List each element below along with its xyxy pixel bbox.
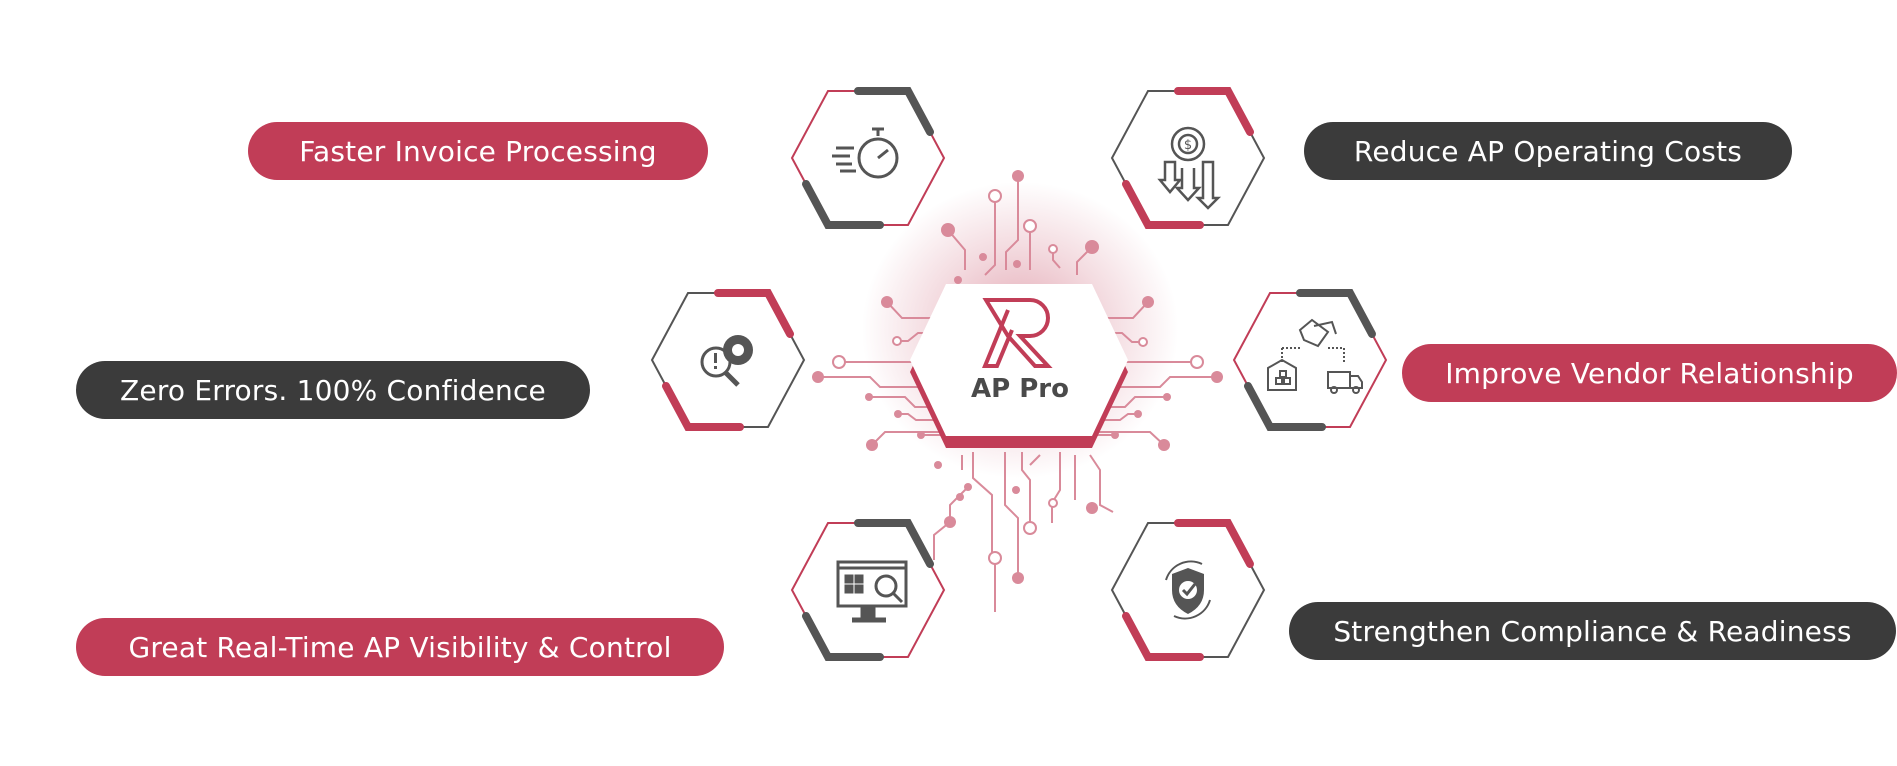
benefit-hex-visibility [790,519,946,661]
stopwatch-icon [832,127,899,179]
benefit-improve-vendor-relationship: Improve Vendor Relationship [1402,344,1897,402]
svg-text:$: $ [1184,138,1192,153]
gear-dollar-down-arrows-icon: $ [1157,126,1222,210]
monitor-inventory-search-icon [836,560,908,623]
benefit-faster-invoice-processing: Faster Invoice Processing [248,122,708,180]
brand-name: AP Pro [971,374,1069,404]
handshake-warehouse-truck-icon [1267,318,1363,394]
benefit-label: Faster Invoice Processing [299,134,657,168]
magnifier-alert-gear-icon [700,335,753,387]
benefit-hex-vendor-relationship [1232,289,1388,431]
benefit-hex-faster-invoice [790,87,946,229]
benefit-label: Improve Vendor Relationship [1445,356,1854,390]
benefit-label: Zero Errors. 100% Confidence [120,373,546,407]
benefit-label: Strengthen Compliance & Readiness [1333,614,1852,648]
benefit-label: Reduce AP Operating Costs [1353,134,1743,168]
benefit-reduce-ap-operating-costs: Reduce AP Operating Costs [1304,122,1792,180]
benefit-real-time-visibility: Great Real-Time AP Visibility & Control [76,618,724,676]
benefit-hex-reduce-costs: $ [1110,87,1266,229]
center-hex [910,284,1128,436]
ap-monogram-logo [982,298,1053,368]
benefit-hex-compliance [1110,519,1266,661]
benefit-hex-zero-errors [650,289,806,431]
shield-check-cycle-icon [1165,560,1211,620]
benefit-label: Great Real-Time AP Visibility & Control [128,630,672,664]
benefit-zero-errors: Zero Errors. 100% Confidence [76,361,590,419]
benefit-strengthen-compliance: Strengthen Compliance & Readiness [1289,602,1896,660]
